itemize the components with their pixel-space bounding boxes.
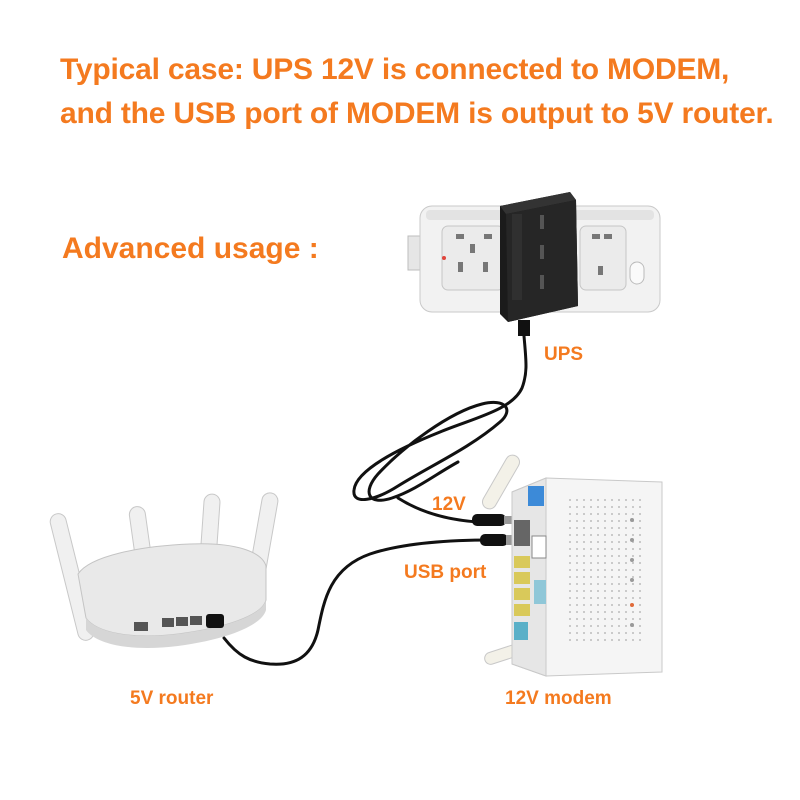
modem: [482, 454, 663, 677]
usb-plug: [480, 534, 514, 546]
router-label: 5V router: [130, 688, 214, 709]
router: [49, 492, 279, 649]
ups-label: UPS: [544, 344, 584, 365]
headline: Typical case: UPS 12V is connected to MO…: [60, 48, 780, 136]
left-socket: [441, 225, 505, 291]
headline-line-1: Typical case: UPS 12V is connected to MO…: [60, 53, 730, 86]
modem-vents: [566, 496, 646, 646]
advanced-usage-heading: Advanced usage :: [62, 232, 319, 265]
12v-label: 12V: [432, 494, 466, 515]
cables: [222, 334, 528, 666]
headline-line-2: and the USB port of MODEM is output to 5…: [60, 97, 774, 130]
dc-plug: [472, 514, 512, 526]
right-socket: [579, 225, 645, 291]
ups-adapter: [500, 192, 578, 336]
modem-label: 12V modem: [505, 688, 612, 709]
usb-port-label: USB port: [404, 562, 487, 583]
